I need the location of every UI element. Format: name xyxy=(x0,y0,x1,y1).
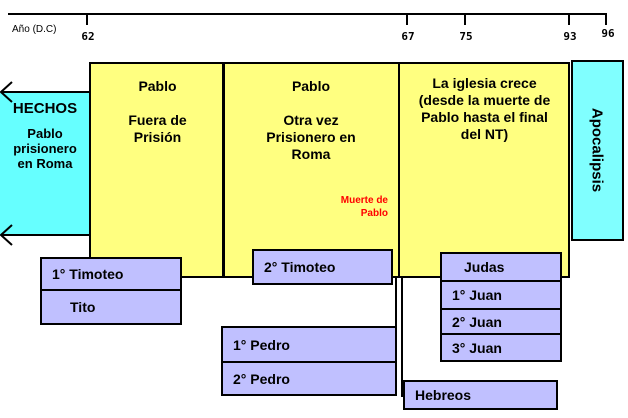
divider xyxy=(398,63,400,277)
period-2-title: Pablo xyxy=(291,78,331,94)
book-judas[interactable]: Judas xyxy=(440,252,562,282)
tick xyxy=(406,13,408,25)
death-note: Muerte de Pablo xyxy=(340,195,388,219)
book-label: Hebreos xyxy=(415,387,472,403)
tick xyxy=(464,13,466,25)
book-hebreos[interactable]: Hebreos xyxy=(403,380,558,410)
book-label: 1° Pedro xyxy=(233,336,290,353)
hechos-box: HECHOS Pablo prisionero en Roma xyxy=(0,93,90,235)
book-label: 2° Juan xyxy=(452,313,502,330)
book-1-pedro[interactable]: 1° Pedro xyxy=(221,326,397,363)
hechos-title: HECHOS xyxy=(12,100,78,117)
period-1-text: Fuera de Prisión xyxy=(128,112,187,145)
connector-pedro xyxy=(395,277,397,362)
apocalipsis-label: Apocalipsis xyxy=(588,107,606,193)
book-label: 2° Timoteo xyxy=(264,259,336,275)
timeline-axis xyxy=(8,13,607,15)
book-label: 1° Juan xyxy=(452,287,502,303)
book-label: Tito xyxy=(70,299,96,315)
book-label: 3° Juan xyxy=(452,339,502,356)
tick xyxy=(568,13,570,25)
period-1-title: Pablo xyxy=(138,78,177,94)
year-label: 75 xyxy=(459,30,473,43)
book-1-timoteo[interactable]: 1° Timoteo xyxy=(40,257,182,291)
book-2-timoteo[interactable]: 2° Timoteo xyxy=(252,249,393,285)
divider xyxy=(222,63,225,277)
tick xyxy=(605,13,607,25)
book-3-juan[interactable]: 3° Juan xyxy=(440,333,562,362)
arrow-line xyxy=(2,234,90,236)
book-label: 1° Timoteo xyxy=(52,266,124,282)
period-2-text: Otra vez Prisionero en Roma xyxy=(266,112,356,162)
year-label: 62 xyxy=(81,30,95,43)
book-2-pedro[interactable]: 2° Pedro xyxy=(221,361,397,396)
axis-label: Año (D.C) xyxy=(12,24,57,35)
book-tito[interactable]: Tito xyxy=(40,289,182,325)
connector-hebreos xyxy=(401,277,403,397)
year-label: 96 xyxy=(601,27,615,40)
year-label: 93 xyxy=(563,30,577,43)
book-2-juan[interactable]: 2° Juan xyxy=(440,308,562,335)
hechos-subtitle: Pablo prisionero en Roma xyxy=(13,126,77,171)
left-arrow-icon xyxy=(0,81,13,246)
apocalipsis-box: Apocalipsis xyxy=(571,60,624,241)
arrow-line xyxy=(2,91,90,93)
year-label: 67 xyxy=(401,30,415,43)
tick xyxy=(86,13,88,25)
book-label: Judas xyxy=(464,259,505,275)
book-label: 2° Pedro xyxy=(233,370,290,387)
book-1-juan[interactable]: 1° Juan xyxy=(440,280,562,310)
period-3-text: La iglesia crece (desde la muerte de Pab… xyxy=(418,75,551,142)
